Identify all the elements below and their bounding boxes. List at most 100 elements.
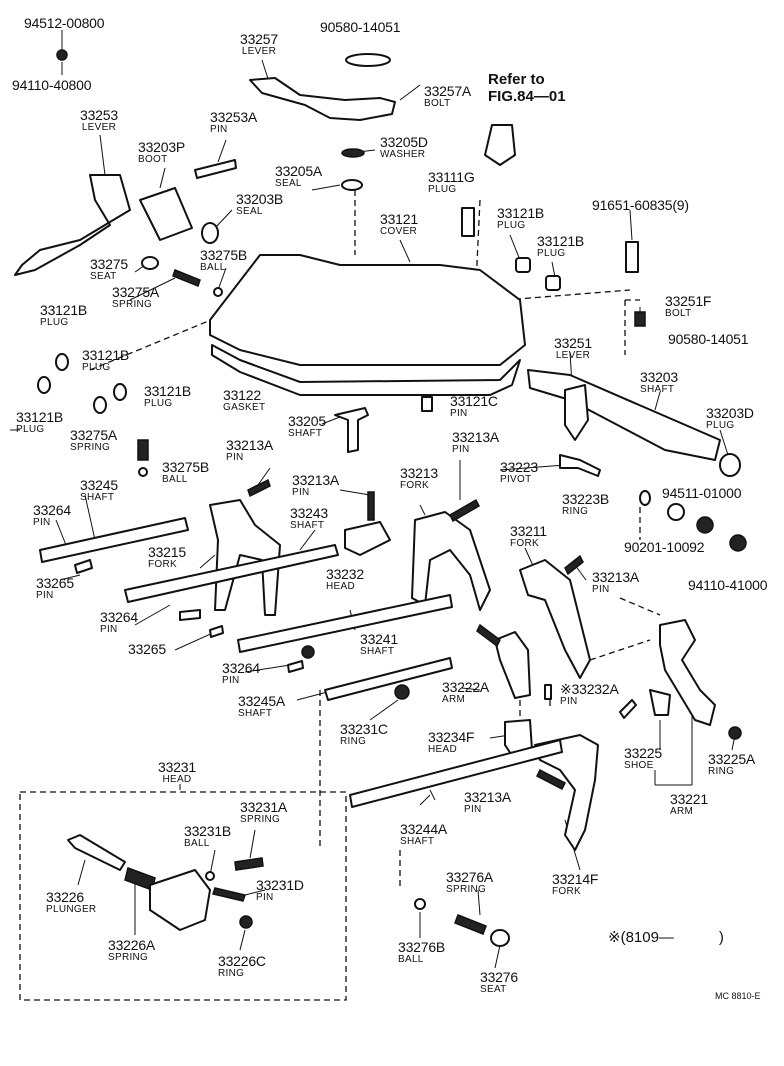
part-name: SHAFT [360, 646, 395, 657]
part-number: 33251 [554, 335, 592, 351]
shaft-33245-shape [39, 517, 189, 563]
part-number: 33275A [112, 284, 160, 300]
part-name: SEAL [236, 206, 263, 217]
part-number: 33121B [497, 205, 545, 221]
pin-33232A [544, 684, 552, 700]
part-name: SHAFT [640, 384, 675, 395]
part-name: PIN [100, 624, 118, 635]
pin-33264-b [287, 660, 304, 673]
part-name: PLUG [428, 184, 457, 195]
part-name: BALL [162, 474, 188, 485]
part-number: 33257A [424, 83, 472, 99]
part-number: 33203D [706, 405, 754, 421]
part-number: 94512-00800 [24, 15, 105, 31]
part-number: 33211 [510, 523, 547, 539]
pin-33253A-shape [194, 159, 237, 179]
shaft-33244A-shape [349, 739, 563, 808]
pin-33265-a [74, 559, 93, 574]
pin-33213A-a [247, 478, 271, 498]
pin-33213A-f [535, 768, 567, 791]
seat-33275 [141, 256, 159, 270]
part-number: 33214F [552, 871, 599, 887]
part-number: 33275 [90, 256, 128, 272]
pin-right [619, 699, 637, 719]
pin-33213A-c [449, 498, 480, 523]
plunger-group-box [19, 791, 347, 1001]
pin-33265-b [209, 625, 224, 638]
part-name: SPRING [446, 884, 487, 895]
part-name: RING [562, 506, 589, 517]
part-name: PIN [33, 517, 51, 528]
part-name: COVER [380, 226, 418, 237]
part-number: 33205 [288, 413, 326, 429]
part-number: 33231 [158, 759, 196, 775]
clip-shape [345, 53, 391, 67]
part-name: SPRING [112, 299, 153, 310]
ring-33225A [728, 726, 742, 740]
part-name: SHAFT [288, 428, 323, 439]
part-number: 33243 [290, 505, 328, 521]
part-number: 33241 [360, 631, 398, 647]
part-name: PLUG [497, 220, 526, 231]
part-name: PLUG [144, 398, 173, 409]
plug-left-c [37, 376, 51, 394]
part-number: 33215 [148, 544, 186, 560]
pin-33213A-e [476, 623, 501, 648]
pin-33213A-b [367, 491, 375, 521]
part-number: 33231A [240, 799, 288, 815]
pivot-33223 [559, 454, 601, 477]
part-number: 33121B [144, 383, 192, 399]
part-name: PIN [450, 408, 468, 419]
part-name: SHAFT [238, 708, 273, 719]
pin-33121C [421, 396, 433, 412]
part-number: 91651-60835(9) [592, 197, 689, 213]
part-number: 33276A [446, 869, 494, 885]
arm-33222A-shape [494, 631, 531, 699]
part-number: 33122 [223, 387, 261, 403]
shaft-33205-shape [334, 407, 369, 453]
part-shapes [14, 49, 747, 947]
fork-33215-shape [209, 499, 281, 616]
part-number: 33251F [665, 293, 712, 309]
part-name: PIN [292, 487, 310, 498]
part-name: RING [218, 968, 245, 979]
diagram-code: MC 8810-E [715, 991, 761, 1001]
shoe-33225 [649, 689, 671, 716]
part-name: SHAFT [290, 520, 325, 531]
seat-33276 [490, 929, 510, 947]
plug-33121B-b [545, 275, 561, 291]
part-number: 33232 [326, 566, 364, 582]
lever-33257-shape [249, 77, 396, 121]
part-number: 33205D [380, 134, 428, 150]
fig-reference: Refer to FIG.84—01 [488, 71, 566, 105]
part-name: SPRING [240, 814, 281, 825]
part-name: SHAFT [400, 836, 435, 847]
shaft-33243-shape [124, 544, 339, 603]
